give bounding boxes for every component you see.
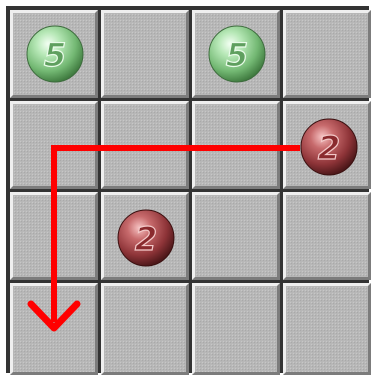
ball-label: 5 (226, 36, 248, 74)
ball-red-2[interactable]: 2 (301, 119, 357, 175)
ball-label: 5 (44, 36, 66, 74)
ball-label: 2 (318, 129, 340, 167)
ball-red-2[interactable]: 2 (118, 210, 174, 266)
ball-label: 2 (135, 220, 157, 258)
ball-green-5[interactable]: 5 (209, 26, 265, 82)
ball-green-5[interactable]: 5 (27, 26, 83, 82)
